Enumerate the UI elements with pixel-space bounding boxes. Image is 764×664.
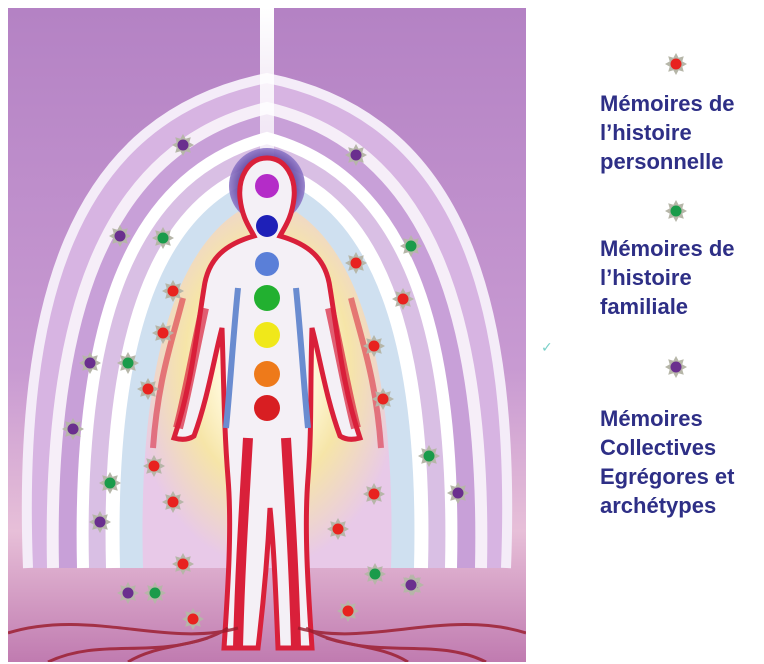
chakra-root — [254, 395, 280, 421]
chakra-solar-plexus — [254, 322, 280, 348]
star-purple-icon — [109, 225, 131, 247]
star-red-icon — [345, 252, 367, 274]
star-red-icon — [162, 280, 184, 302]
star-red-icon — [665, 53, 687, 75]
star-green-icon — [400, 235, 422, 257]
star-purple-icon — [62, 418, 84, 440]
star-red-icon — [363, 483, 385, 505]
star-red-icon — [337, 600, 359, 622]
star-green-icon — [665, 200, 687, 222]
star-purple-icon — [400, 574, 422, 596]
legend-star-green-icon — [664, 199, 688, 223]
star-purple-icon — [665, 356, 687, 378]
legend-label-personal: Mémoires de l’histoire personnelle — [600, 89, 735, 176]
star-green-icon — [99, 472, 121, 494]
star-purple-icon — [172, 134, 194, 156]
star-red-icon — [137, 378, 159, 400]
star-red-icon — [392, 288, 414, 310]
chakra-heart — [254, 285, 280, 311]
star-purple-icon — [447, 482, 469, 504]
chakra-third-eye — [256, 215, 278, 237]
star-purple-icon — [89, 511, 111, 533]
star-purple-icon — [345, 144, 367, 166]
legend-star-purple-icon — [664, 355, 688, 379]
star-red-icon — [363, 335, 385, 357]
chakra-sacral — [254, 361, 280, 387]
star-green-icon — [144, 582, 166, 604]
star-red-icon — [182, 608, 204, 630]
star-red-icon — [143, 455, 165, 477]
legend-label-collective: Mémoires Collectives Egrégores et archét… — [600, 404, 735, 520]
chakra-throat — [255, 252, 279, 276]
star-green-icon — [152, 227, 174, 249]
legend-label-family: Mémoires de l’histoire familiale — [600, 234, 735, 321]
star-red-icon — [162, 491, 184, 513]
star-red-icon — [327, 518, 349, 540]
legend-star-red-icon — [664, 52, 688, 76]
star-green-icon — [117, 352, 139, 374]
aura-illustration — [8, 8, 526, 662]
star-red-icon — [172, 553, 194, 575]
chakra-crown — [255, 174, 279, 198]
star-purple-icon — [79, 352, 101, 374]
star-red-icon — [372, 388, 394, 410]
star-purple-icon — [117, 582, 139, 604]
star-green-icon — [364, 563, 386, 585]
star-red-icon — [152, 322, 174, 344]
star-green-icon — [418, 445, 440, 467]
stray-check-mark: ✓ — [541, 340, 553, 356]
